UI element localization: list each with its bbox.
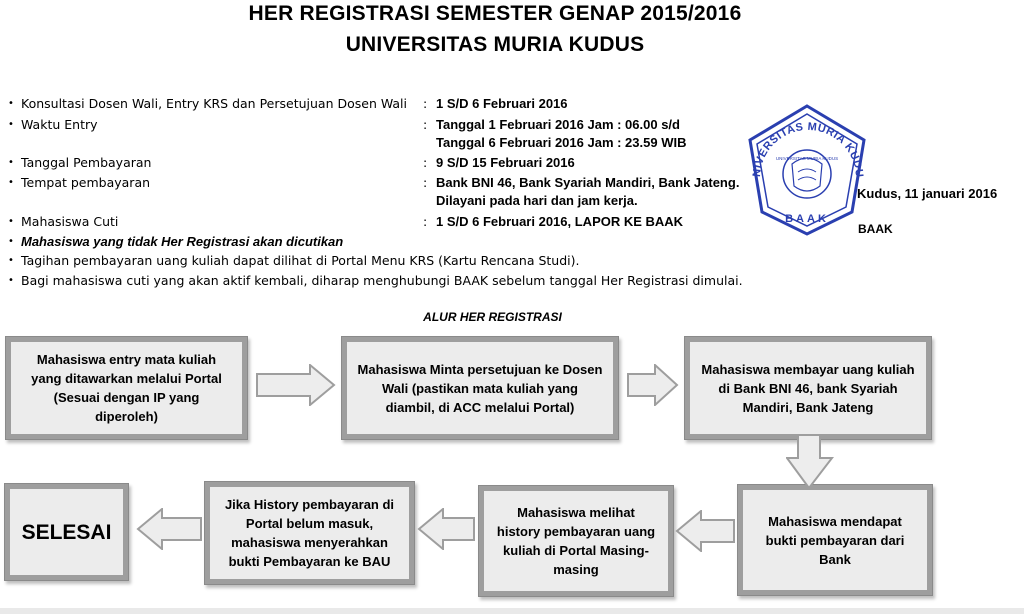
info-label: Mahasiswa Cuti	[21, 214, 119, 229]
info-value: 1 S/D 6 Februari 2016, LAPOR KE BAAK	[436, 214, 684, 229]
info-value-line2: Dilayani pada hari dan jam kerja.	[436, 193, 638, 208]
bullet-icon: •	[8, 236, 14, 247]
bullet-icon: •	[8, 157, 14, 168]
info-value: 1 S/D 6 Februari 2016	[436, 96, 568, 111]
document-date: Kudus, 11 januari 2016	[857, 186, 998, 201]
info-value: Tanggal 1 Februari 2016 Jam : 06.00 s/d	[436, 117, 680, 132]
bullet-icon: •	[8, 177, 14, 188]
flow-step-text: Mahasiswa Minta persetujuan ke Dosen Wal…	[347, 342, 613, 434]
info-label: Konsultasi Dosen Wali, Entry KRS dan Per…	[21, 96, 408, 111]
flow-step-text: Mahasiswa entry mata kuliah yang ditawar…	[11, 342, 242, 434]
info-value: Bank BNI 46, Bank Syariah Mandiri, Bank …	[436, 175, 740, 190]
info-colon: :	[423, 96, 428, 111]
flow-step-entry: Mahasiswa entry mata kuliah yang ditawar…	[5, 336, 248, 440]
info-colon: :	[423, 175, 428, 190]
bullet-icon: •	[8, 119, 14, 130]
svg-text:UNIVERSITAS MURIA KUDUS: UNIVERSITAS MURIA KUDUS	[740, 100, 865, 178]
arrow-down-icon	[786, 434, 834, 490]
arrow-left-icon	[136, 508, 202, 550]
flow-step-persetujuan: Mahasiswa Minta persetujuan ke Dosen Wal…	[341, 336, 619, 440]
flow-step-bukti-pembayaran: Mahasiswa mendapat bukti pembayaran dari…	[737, 484, 933, 596]
signature-label: BAAK	[858, 222, 893, 236]
info-colon: :	[423, 155, 428, 170]
page-bottom-band	[0, 608, 1024, 614]
stamp-seal-icon: UNIVERSITAS MURIA KUDUS BAAK UNIVERSITAS…	[736, 91, 866, 236]
page-subtitle: UNIVERSITAS MURIA KUDUS	[345, 33, 645, 56]
info-label: Waktu Entry	[21, 117, 98, 132]
note-text: Tagihan pembayaran uang kuliah dapat dil…	[21, 253, 580, 268]
bullet-icon: •	[8, 275, 14, 286]
flow-step-history-belum-masuk: Jika History pembayaran di Portal belum …	[204, 481, 415, 585]
page-title: HER REGISTRASI SEMESTER GENAP 2015/2016	[248, 2, 742, 25]
note-text: Bagi mahasiswa cuti yang akan aktif kemb…	[21, 273, 743, 288]
info-value: 9 S/D 15 Februari 2016	[436, 155, 575, 170]
flow-step-text: SELESAI	[10, 489, 123, 575]
baak-stamp: UNIVERSITAS MURIA KUDUS BAAK UNIVERSITAS…	[736, 91, 875, 240]
flow-step-selesai: SELESAI	[4, 483, 129, 581]
arrow-right-icon	[256, 364, 336, 406]
flow-step-text: Mahasiswa membayar uang kuliah di Bank B…	[690, 342, 926, 434]
svg-text:BAAK: BAAK	[785, 213, 829, 225]
flow-step-melihat-history: Mahasiswa melihat history pembayaran uan…	[478, 485, 674, 597]
arrow-right-icon	[627, 364, 679, 406]
bullet-icon: •	[8, 255, 14, 266]
arrow-left-icon	[417, 508, 475, 550]
info-label: Tanggal Pembayaran	[21, 155, 152, 170]
info-value-line2: Tanggal 6 Februari 2016 Jam : 23.59 WIB	[436, 135, 687, 150]
svg-text:UNIVERSITAS MURIA KUDUS: UNIVERSITAS MURIA KUDUS	[776, 156, 838, 161]
arrow-left-icon	[675, 510, 735, 552]
flow-step-text: Mahasiswa mendapat bukti pembayaran dari…	[743, 490, 927, 590]
bullet-icon: •	[8, 216, 14, 227]
note-text: Mahasiswa yang tidak Her Registrasi akan…	[21, 234, 344, 249]
info-colon: :	[423, 214, 428, 229]
flow-step-text: Mahasiswa melihat history pembayaran uan…	[484, 491, 668, 591]
info-colon: :	[423, 117, 428, 132]
info-label: Tempat pembayaran	[21, 175, 151, 190]
flow-step-text: Jika History pembayaran di Portal belum …	[210, 487, 409, 579]
bullet-icon: •	[8, 98, 14, 109]
flow-step-membayar: Mahasiswa membayar uang kuliah di Bank B…	[684, 336, 932, 440]
flow-title: ALUR HER REGISTRASI	[423, 310, 562, 324]
